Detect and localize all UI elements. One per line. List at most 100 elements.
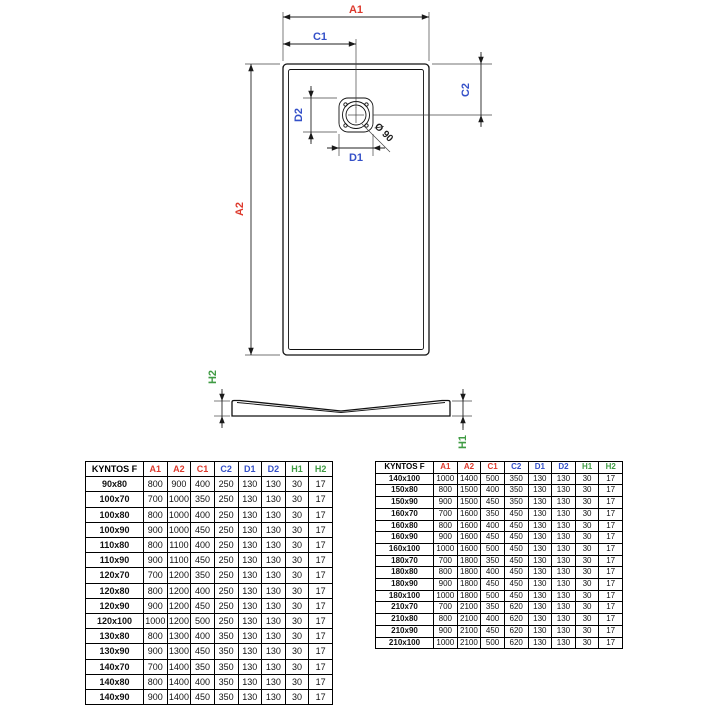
value-cell: 500 [480,542,505,556]
value-cell: 800 [143,582,168,599]
value-cell: 17 [308,506,333,523]
dim-c1: C1 [283,31,357,108]
value-cell: 17 [598,601,623,615]
value-cell: 250 [213,506,239,523]
value-cell: 620 [503,636,529,650]
value-cell: 30 [284,582,310,599]
model-cell: 160x100 [375,542,434,556]
value-cell: 1000 [433,542,458,556]
model-cell: 140x80 [85,673,144,691]
value-cell: 17 [308,643,333,660]
value-cell: 130 [237,628,263,645]
value-cell: 620 [503,601,529,615]
value-cell: 17 [598,507,623,521]
drain-screw-icon [343,123,348,128]
value-cell: 17 [598,578,623,591]
value-cell: 1200 [166,613,192,630]
model-cell: 130x80 [85,628,144,645]
value-cell: 700 [433,507,458,521]
dim-label-c2: C2 [460,83,472,97]
value-cell: 30 [284,567,310,584]
value-cell: 17 [308,567,333,584]
value-cell: 500 [480,636,505,650]
value-cell: 30 [284,597,310,615]
value-cell: 17 [598,636,623,650]
dim-a1: A1 [282,4,430,61]
value-cell: 450 [503,554,529,568]
value-cell: 800 [143,476,168,493]
value-cell: 350 [190,567,215,584]
value-cell: 2100 [456,636,482,650]
value-cell: 500 [480,472,505,486]
value-cell: 450 [190,597,215,615]
model-cell: 150x80 [375,484,434,498]
value-cell: 130 [551,542,576,556]
model-cell: 180x90 [375,578,434,591]
value-cell: 30 [284,643,310,660]
value-cell: 800 [433,566,458,580]
col-header-kyntos-f: KYNTOS F [85,460,144,478]
value-cell: 1400 [166,673,192,691]
value-cell: 30 [574,554,600,568]
value-cell: 250 [213,597,239,615]
value-cell: 130 [261,628,286,645]
value-cell: 30 [574,542,600,556]
value-cell: 2100 [456,613,482,626]
value-cell: 17 [308,537,333,554]
dim-label-c1: C1 [313,31,327,43]
value-cell: 450 [190,552,215,569]
model-cell: 100x70 [85,491,144,508]
value-cell: 350 [480,601,505,615]
value-cell: 130 [261,689,286,706]
model-cell: 120x70 [85,567,144,584]
value-cell: 130 [261,506,286,523]
value-cell: 30 [284,628,310,645]
value-cell: 1400 [456,472,482,486]
value-cell: 800 [143,628,168,645]
col-header-a1: A1 [143,460,168,478]
value-cell: 1800 [456,554,482,568]
value-cell: 130 [527,624,553,638]
value-cell: 400 [190,476,215,493]
value-cell: 2100 [456,601,482,615]
value-cell: 130 [527,531,553,544]
value-cell: 800 [433,484,458,498]
value-cell: 450 [503,578,529,591]
dim-label-h1: H1 [457,435,469,449]
value-cell: 1800 [456,589,482,603]
value-cell: 17 [598,589,623,603]
value-cell: 800 [433,519,458,533]
value-cell: 130 [237,673,263,691]
value-cell: 17 [598,613,623,626]
value-cell: 400 [480,566,505,580]
value-cell: 130 [527,566,553,580]
value-cell: 900 [433,496,458,509]
value-cell: 130 [527,496,553,509]
value-cell: 1200 [166,567,192,584]
value-cell: 30 [574,589,600,603]
dim-h1: H1 [452,389,472,449]
value-cell: 450 [503,507,529,521]
value-cell: 17 [598,484,623,498]
value-cell: 17 [308,628,333,645]
value-cell: 130 [551,507,576,521]
col-header-h1: H1 [284,460,310,478]
value-cell: 30 [574,601,600,615]
model-cell: 100x90 [85,521,144,539]
value-cell: 130 [551,566,576,580]
value-cell: 130 [551,613,576,626]
